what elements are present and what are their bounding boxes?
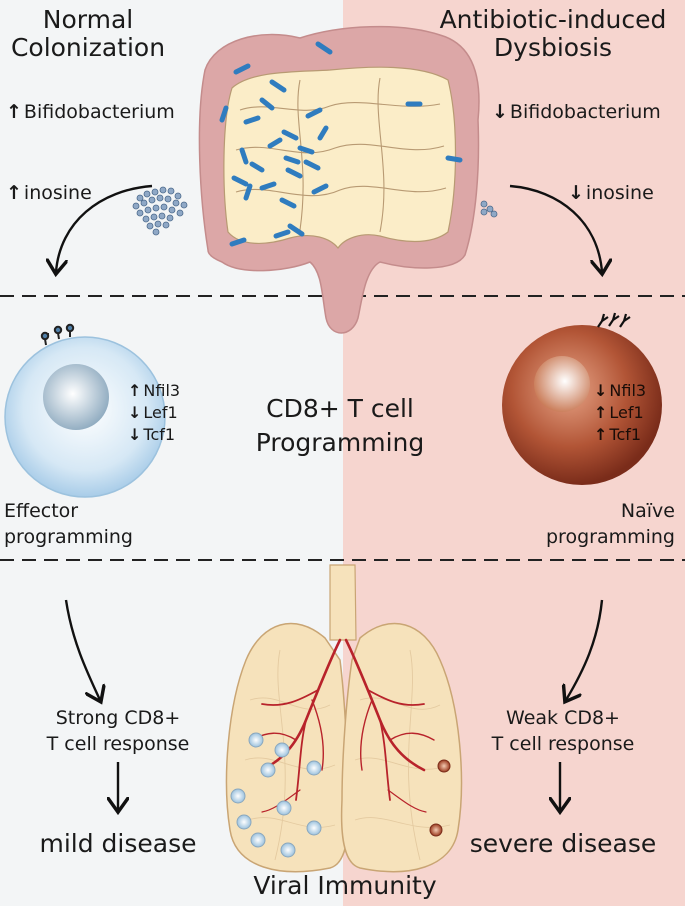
gene-item: ↓Lef1 <box>128 402 180 424</box>
left-programming-line1: Effector <box>4 500 79 522</box>
left-inosine: ↑inosine <box>6 183 92 204</box>
right-title-line2: Dysbiosis <box>493 32 613 62</box>
right-inosine-label: inosine <box>585 182 654 204</box>
left-bifidobacterium: ↑Bifidobacterium <box>6 102 175 123</box>
inosine-cluster-icon-right <box>480 200 498 218</box>
gene-name: Tcf1 <box>609 425 642 444</box>
gene-item: ↑Nfil3 <box>128 380 180 402</box>
gene-name: Lef1 <box>609 403 644 422</box>
up-arrow-icon: ↑ <box>6 182 22 204</box>
right-response-line1: Weak CD8+ <box>506 707 620 729</box>
left-title: Normal Colonization <box>8 6 168 61</box>
left-response-line2: T cell response <box>46 733 190 755</box>
receptor-icon-left <box>40 323 75 346</box>
right-bifido-label: Bifidobacterium <box>509 101 661 123</box>
effector-t-cell-icon <box>4 336 166 498</box>
gene-item: ↑Lef1 <box>594 402 646 424</box>
center-programming-line1: CD8+ T cell <box>266 394 414 423</box>
left-response-line1: Strong CD8+ <box>55 707 181 729</box>
right-programming-label: Naïve programming <box>546 498 675 550</box>
right-response-line2: T cell response <box>491 733 635 755</box>
center-programming-line2: Programming <box>255 428 425 457</box>
gene-arrow-icon: ↓ <box>594 381 608 400</box>
left-bifido-label: Bifidobacterium <box>23 101 175 123</box>
curved-arrow-left <box>56 184 153 272</box>
gene-name: Nfil3 <box>609 381 647 400</box>
right-gene-list: ↓Nfil3 ↑Lef1 ↑Tcf1 <box>594 380 646 446</box>
naive-t-cell-icon <box>502 325 662 485</box>
right-inosine: ↓inosine <box>568 183 654 204</box>
gene-item: ↓Nfil3 <box>594 380 646 402</box>
bacteria-icon <box>219 41 463 247</box>
up-arrow-icon: ↑ <box>6 101 22 123</box>
right-title: Antibiotic-induced Dysbiosis <box>424 6 682 61</box>
right-programming-line1: Naïve <box>620 500 675 522</box>
right-title-line1: Antibiotic-induced <box>439 5 667 34</box>
down-arrow-icon: ↓ <box>568 182 584 204</box>
right-programming-line2: programming <box>546 526 675 548</box>
right-response-label: Weak CD8+ T cell response <box>492 705 635 757</box>
left-gene-list: ↑Nfil3 ↓Lef1 ↓Tcf1 <box>128 380 180 446</box>
left-inosine-label: inosine <box>23 182 92 204</box>
gene-item: ↑Tcf1 <box>594 424 646 446</box>
left-response-label: Strong CD8+ T cell response <box>47 705 190 757</box>
viral-immunity-label: Viral Immunity <box>253 871 437 900</box>
lung-t-cells-effector <box>230 732 322 858</box>
down-arrow-icon: ↓ <box>492 101 508 123</box>
gene-item: ↓Tcf1 <box>128 424 180 446</box>
receptor-icon-right <box>597 312 631 328</box>
gene-arrow-icon: ↑ <box>594 403 608 422</box>
curved-arrow-bottom-left <box>64 599 100 700</box>
right-bifidobacterium: ↓Bifidobacterium <box>492 102 661 123</box>
left-programming-label: Effector programming <box>4 498 133 550</box>
blood-vessels <box>251 638 435 813</box>
gene-name: Tcf1 <box>143 425 176 444</box>
gene-arrow-icon: ↑ <box>594 425 608 444</box>
left-outcome: mild disease <box>39 829 197 858</box>
inosine-cluster-icon-left <box>132 186 188 236</box>
lungs-icon <box>225 564 463 873</box>
left-programming-line2: programming <box>4 526 133 548</box>
gene-arrow-icon: ↓ <box>128 403 142 422</box>
curved-arrow-bottom-right <box>566 599 604 700</box>
center-programming-label: CD8+ T cell Programming <box>256 392 425 460</box>
lung-t-cells-naive <box>429 759 451 837</box>
gene-name: Lef1 <box>143 403 178 422</box>
gene-arrow-icon: ↑ <box>128 381 142 400</box>
curved-arrow-right <box>509 184 602 272</box>
left-title-line2: Colonization <box>10 32 166 62</box>
gene-name: Nfil3 <box>143 381 181 400</box>
gene-arrow-icon: ↓ <box>128 425 142 444</box>
left-title-line1: Normal <box>42 5 134 34</box>
right-outcome: severe disease <box>469 829 657 858</box>
